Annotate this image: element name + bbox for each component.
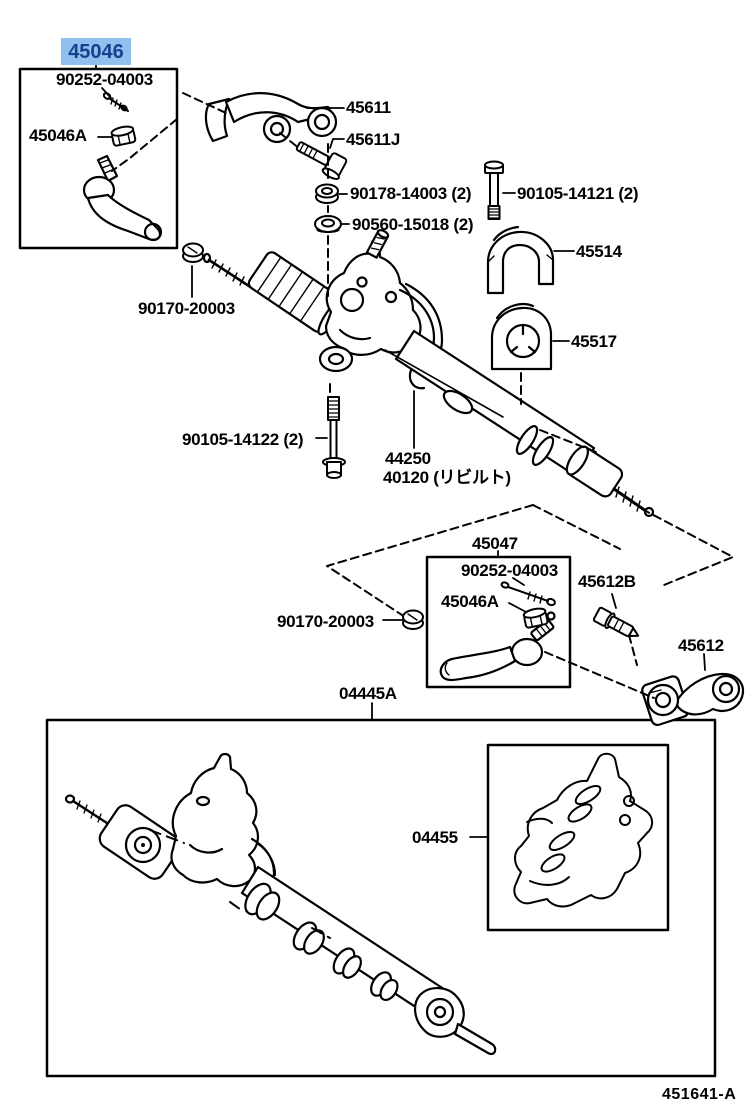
part-label-45611: 45611	[346, 98, 391, 117]
relay-arm-drawing	[204, 92, 338, 144]
part-label-04445a: 04445A	[339, 684, 397, 703]
lock-nut-left-drawing	[182, 242, 204, 263]
rack-bushing-drawing	[490, 302, 553, 371]
knuckle-arm-bolt-drawing	[592, 606, 640, 638]
set-screw-drawing-2	[500, 581, 556, 607]
pinion-nut-drawing	[315, 183, 339, 204]
bracket-bolt-lower-drawing	[322, 396, 346, 479]
castle-nut-drawing-2	[522, 607, 549, 629]
part-label-45046-highlighted[interactable]: 45046	[61, 38, 131, 65]
tie-rod-end-drawing-2	[439, 611, 556, 682]
part-label-45612: 45612	[678, 636, 724, 655]
part-label-90252-04003-kit2: 90252-04003	[461, 561, 558, 580]
part-label-45046a-kit2: 45046A	[441, 592, 499, 611]
assembly-dashed-lines	[111, 92, 734, 939]
part-label-45046a-kit1: 45046A	[29, 126, 87, 145]
part-label-45612b: 45612B	[578, 572, 636, 591]
relay-arm-bolt-drawing	[295, 141, 348, 180]
part-label-90252-04003-kit1: 90252-04003	[56, 70, 153, 89]
rack-clamp-drawing	[486, 225, 555, 295]
pinion-washer-drawing	[314, 215, 342, 233]
castle-nut-drawing-1	[110, 125, 137, 147]
part-label-90170-20003-left: 90170-20003	[138, 299, 235, 318]
lock-nut-right-drawing	[402, 609, 424, 630]
part-label-45047: 45047	[472, 534, 518, 553]
steering-gear-assembly-drawing	[202, 229, 655, 518]
figure-code: 451641-A	[662, 1086, 737, 1103]
part-label-45517: 45517	[571, 332, 617, 351]
knuckle-arm-drawing	[641, 672, 745, 727]
part-label-90105-14122: 90105-14122 (2)	[182, 430, 304, 449]
seal-kit-drawing	[513, 752, 654, 908]
part-label-44250: 44250	[385, 449, 431, 468]
part-label-40120-reman: 40120 (リビルト)	[383, 468, 511, 487]
kit-box-45046	[18, 67, 179, 250]
part-label-45611j: 45611J	[346, 130, 400, 149]
tie-rod-end-drawing-1	[82, 154, 163, 242]
part-label-90178-14003: 90178-14003 (2)	[350, 184, 472, 203]
part-label-90560-15018: 90560-15018 (2)	[352, 215, 474, 234]
leader-lines	[95, 63, 706, 838]
part-label-45514: 45514	[576, 242, 622, 261]
part-label-04455: 04455	[412, 828, 458, 847]
bracket-bolt-upper-drawing	[484, 160, 504, 220]
rack-housing-drawing	[64, 752, 497, 1056]
part-label-90170-20003-right: 90170-20003	[277, 612, 374, 631]
part-label-90105-14121: 90105-14121 (2)	[517, 184, 639, 203]
